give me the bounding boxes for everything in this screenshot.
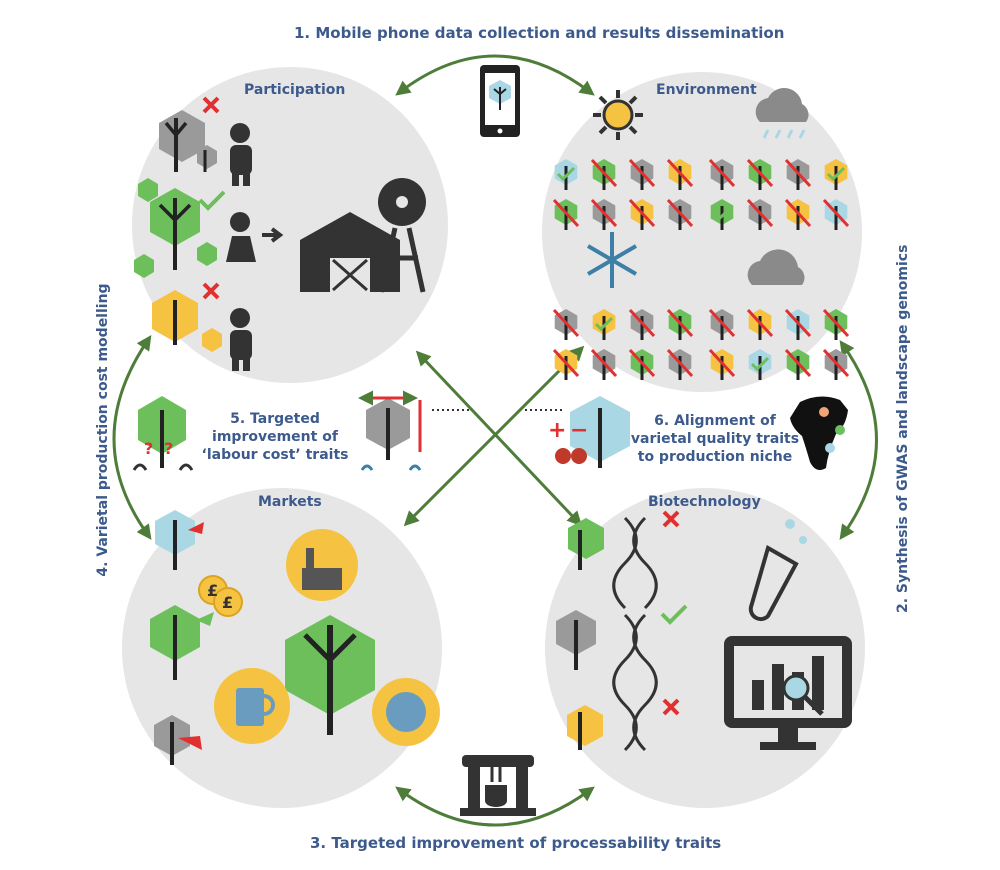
- environment-cross-mark: [666, 348, 694, 378]
- environment-check-mark: [594, 316, 614, 332]
- environment-cross-mark: [784, 158, 812, 188]
- environment-check-mark: [750, 356, 770, 372]
- participation-circle: [132, 67, 448, 383]
- markets-title: Markets: [258, 494, 322, 510]
- right-arrow: [839, 340, 878, 540]
- environment-cross-mark: [590, 348, 618, 378]
- environment-cross-mark: [628, 348, 656, 378]
- labour-cost-line-3: ‘labour cost’ traits: [201, 447, 349, 463]
- quality-traits-icons: + −: [548, 396, 848, 470]
- barn-icon: [300, 212, 400, 292]
- environment-cross-mark: [746, 308, 774, 338]
- environment-title: Environment: [656, 82, 757, 98]
- biotechnology-title: Biotechnology: [648, 494, 761, 510]
- svg-text:−: −: [570, 418, 588, 443]
- environment-cross-mark: [784, 308, 812, 338]
- environment-check-mark: [556, 166, 576, 182]
- environment-cross-mark: [628, 308, 656, 338]
- right-label: 2. Synthesis of GWAS and landscape genom…: [895, 244, 911, 613]
- environment-cross-mark: [708, 308, 736, 338]
- environment-check-mark: [712, 206, 732, 222]
- environment-cross-mark: [628, 158, 656, 188]
- environment-cross-mark: [552, 198, 580, 228]
- labour-cost-line-1: 5. Targeted: [230, 411, 320, 427]
- environment-check-mark: [826, 166, 846, 182]
- alignment-label: 6. Alignment of varietal quality traits …: [630, 412, 800, 466]
- left-arrow: [112, 335, 152, 540]
- participation-title: Participation: [244, 82, 346, 98]
- svg-text:?: ?: [144, 439, 153, 458]
- bottom-label: 3. Targeted improvement of processabilit…: [310, 834, 722, 852]
- environment-cross-mark: [822, 348, 850, 378]
- markets-content: £ £: [150, 510, 440, 765]
- environment-cross-mark: [552, 308, 580, 338]
- environment-cross-mark: [666, 198, 694, 228]
- environment-content: [552, 88, 850, 380]
- coffee-machine-icon: [460, 755, 536, 816]
- snowflake-icon: [586, 232, 638, 288]
- environment-cross-mark: [666, 158, 694, 188]
- environment-cross-mark: [746, 198, 774, 228]
- top-label: 1. Mobile phone data collection and resu…: [294, 24, 785, 42]
- labour-cost-icons: ? ?: [132, 390, 422, 471]
- environment-cross-mark: [552, 348, 580, 378]
- environment-cross-mark: [590, 198, 618, 228]
- labour-cost-line-2: improvement of: [212, 429, 338, 445]
- svg-text:£: £: [207, 581, 218, 600]
- mobile-phone-icon: [480, 65, 520, 137]
- svg-text:+: +: [548, 418, 566, 443]
- environment-cross-mark: [708, 348, 736, 378]
- environment-cross-mark: [784, 198, 812, 228]
- environment-cross-mark: [784, 348, 812, 378]
- environment-cross-mark: [822, 198, 850, 228]
- markets-circle: [122, 488, 442, 808]
- participation-content: [134, 96, 426, 371]
- bottom-arrow: [395, 786, 595, 827]
- environment-cross-mark: [628, 198, 656, 228]
- environment-cross-mark: [708, 158, 736, 188]
- alignment-line-1: 6. Alignment of: [654, 413, 776, 429]
- environment-cross-mark: [666, 308, 694, 338]
- cloud-icon: [747, 249, 805, 285]
- environment-cross-mark: [746, 158, 774, 188]
- environment-circle: [542, 72, 862, 392]
- alignment-line-2: varietal quality traits: [630, 431, 800, 447]
- top-arrow: [395, 54, 595, 96]
- biotechnology-content: [556, 510, 852, 752]
- environment-cross-mark: [590, 158, 618, 188]
- labour-cost-label: 5. Targeted improvement of ‘labour cost’…: [200, 410, 350, 464]
- svg-text:?: ?: [164, 439, 173, 458]
- left-label: 4. Varietal production cost modelling: [95, 283, 111, 577]
- test-tube-icon: [748, 545, 799, 622]
- svg-text:£: £: [222, 593, 233, 612]
- africa-map-icon: [790, 396, 848, 470]
- rain-cloud-icon: [755, 88, 809, 122]
- environment-cross-mark: [822, 308, 850, 338]
- diag-arrow-2: [403, 345, 585, 527]
- alignment-line-3: to production niche: [637, 449, 793, 465]
